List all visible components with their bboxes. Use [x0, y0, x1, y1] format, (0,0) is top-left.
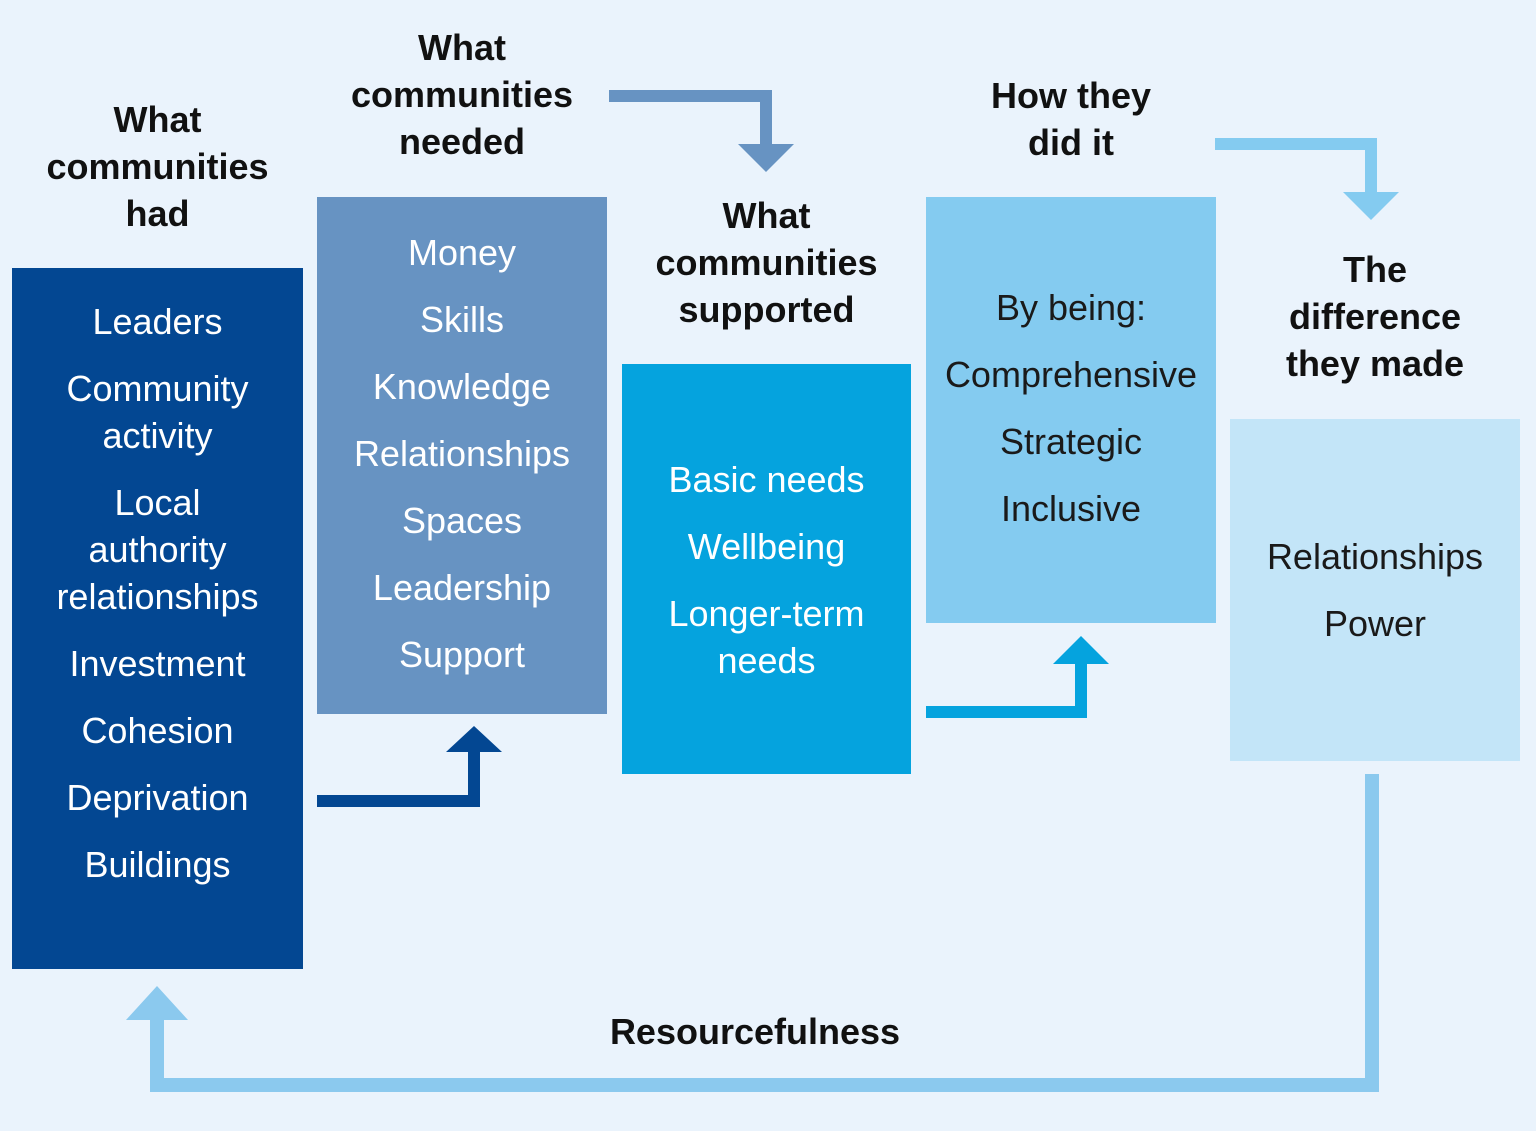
list-item: Deprivation — [66, 777, 249, 818]
stage-box-how-they-did-it: By being: Comprehensive Strategic Inclus… — [926, 197, 1216, 623]
list-item: Local authority relationships — [56, 482, 259, 617]
list-item: By being: — [995, 287, 1147, 328]
list-item: Relationships — [1266, 536, 1484, 577]
heading-what-communities-had: What communities had — [46, 99, 269, 234]
list-item: Cohesion — [81, 710, 234, 751]
list-item: Money — [407, 232, 517, 273]
feedback-label: Resourcefulness — [609, 1011, 901, 1052]
stage-box-needed: Money Skills Knowledge Relationships Spa… — [317, 197, 607, 714]
list-item: Strategic — [999, 421, 1143, 462]
stage-box-supported: Basic needs Wellbeing Longer-term needs — [622, 364, 911, 774]
stage-box-had: Leaders Community activity Local authori… — [12, 268, 303, 969]
list-item: Community activity — [66, 368, 249, 456]
stage-box-difference: Relationships Power — [1230, 419, 1520, 761]
arrow-supported-to-howtheydid — [926, 662, 1087, 718]
list-item: Spaces — [401, 500, 523, 541]
list-item: Skills — [419, 299, 504, 340]
heading-how-they-did-it: How they did it — [990, 75, 1151, 163]
heading-what-communities-supported: What communities supported — [655, 195, 878, 330]
list-item: Leadership — [372, 567, 552, 608]
list-item: Comprehensive — [944, 354, 1198, 395]
list-item: Leaders — [92, 301, 223, 342]
feedback-loop-arrow — [150, 774, 1379, 1092]
list-item: Longer-term needs — [668, 593, 865, 681]
list-item: Inclusive — [1000, 488, 1142, 529]
list-item: Support — [398, 634, 526, 675]
heading-difference-they-made: The difference they made — [1285, 249, 1465, 384]
arrow-needed-to-supported — [609, 90, 772, 146]
list-item: Power — [1323, 603, 1427, 644]
list-item: Basic needs — [668, 459, 865, 500]
arrow-had-to-needed — [317, 750, 480, 807]
arrow-howtheydid-to-difference-head — [1343, 192, 1399, 220]
list-item: Investment — [69, 643, 246, 684]
arrow-needed-to-supported-head — [738, 144, 794, 172]
list-item: Relationships — [353, 433, 571, 474]
list-item: Knowledge — [372, 366, 552, 407]
list-item: Buildings — [84, 844, 231, 885]
heading-what-communities-needed: What communities needed — [350, 27, 574, 162]
arrow-had-to-needed-head — [446, 726, 502, 752]
list-item: Wellbeing — [687, 526, 846, 567]
arrow-supported-to-howtheydid-head — [1053, 636, 1109, 664]
feedback-loop-arrow-head — [126, 986, 188, 1020]
arrow-howtheydid-to-difference — [1215, 138, 1377, 194]
